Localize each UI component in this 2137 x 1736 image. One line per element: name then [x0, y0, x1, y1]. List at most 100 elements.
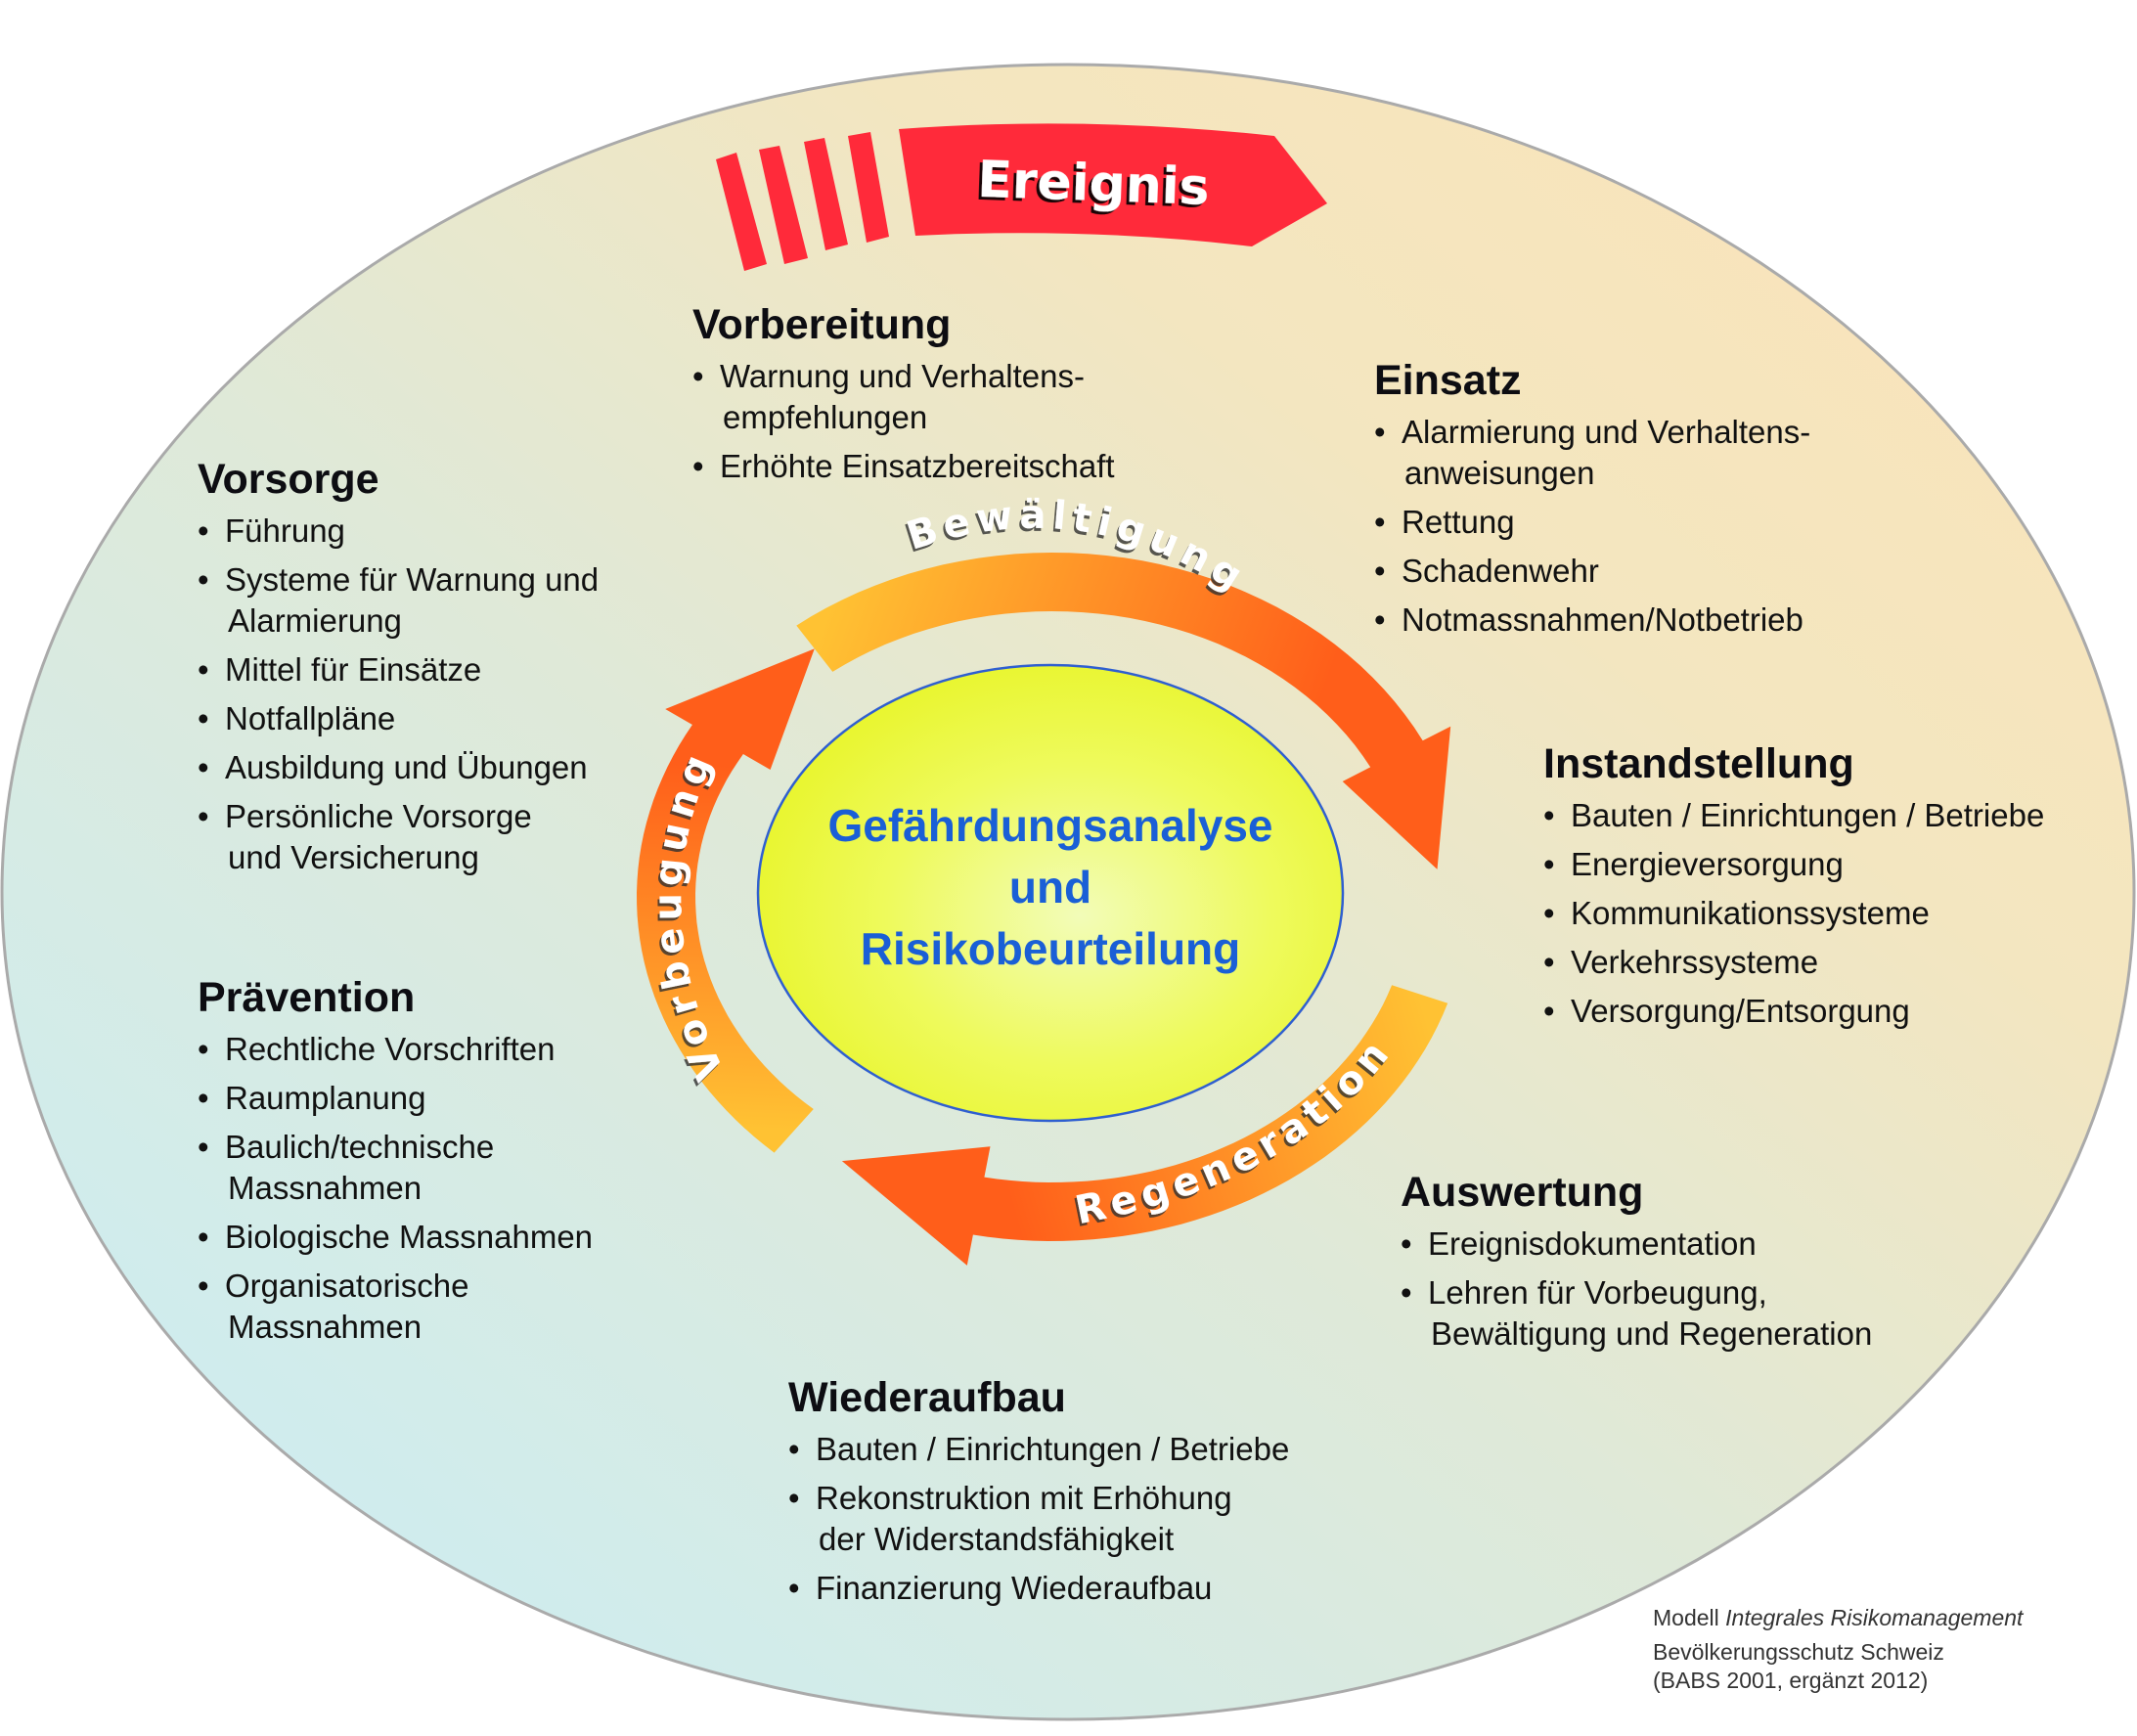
item-text: Energieversorgung [1571, 846, 1844, 882]
block-title: Prävention [198, 974, 416, 1021]
list-item: Führung [198, 511, 599, 552]
item-text-continued: Alarmierung [228, 602, 402, 639]
item-text: Raumplanung [225, 1080, 426, 1116]
item-text: Baulich/technische [225, 1129, 495, 1165]
item-text: Lehren für Vorbeugung, [1428, 1274, 1767, 1311]
arrow-bewaeltigung [796, 553, 1451, 869]
list-item: Ereignisdokumentation [1401, 1224, 1872, 1265]
block-auswertung: Auswertung EreignisdokumentationLehren f… [1401, 1167, 1872, 1362]
block-instandstellung: Instandstellung Bauten / Einrichtungen /… [1543, 738, 2044, 1040]
list-item: Rettung [1374, 502, 1810, 543]
list-item: Rekonstruktion mit Erhöhung der Widerstan… [788, 1478, 1289, 1560]
center-line-3: Risikobeurteilung [861, 923, 1240, 974]
block-wiederaufbau: Wiederaufbau Bauten / Einrichtungen / Be… [788, 1372, 1289, 1617]
block-title: Vorbereitung [692, 301, 952, 348]
list-item: Bauten / Einrichtungen / Betriebe [788, 1429, 1289, 1470]
item-list: EreignisdokumentationLehren für Vorbeugu… [1401, 1224, 1872, 1355]
item-text-continued: und Versicherung [228, 839, 479, 875]
credit-prefix: Modell [1653, 1605, 1726, 1630]
item-text: Notmassnahmen/Notbetrieb [1402, 601, 1803, 638]
list-item: Biologische Massnahmen [198, 1217, 593, 1258]
list-item: Warnung und Verhaltens-empfehlungen [692, 356, 1115, 438]
source-credit: Modell Integrales Risikomanagement Bevöl… [1653, 1604, 2023, 1695]
block-praevention: Prävention Rechtliche VorschriftenRaumpl… [198, 972, 593, 1356]
item-text: Systeme für Warnung und [225, 561, 600, 598]
item-list: Alarmierung und Verhaltens-anweisungenRe… [1374, 412, 1810, 641]
item-text-continued: der Widerstandsfähigkeit [819, 1521, 1175, 1557]
list-item: Energieversorgung [1543, 844, 2044, 885]
item-text: Organisatorische [225, 1268, 469, 1304]
list-item: Verkehrssysteme [1543, 942, 2044, 983]
block-vorsorge: Vorsorge FührungSysteme für Warnung undA… [198, 454, 599, 886]
item-text: Mittel für Einsätze [225, 651, 482, 688]
list-item: Schadenwehr [1374, 551, 1810, 592]
item-list: FührungSysteme für Warnung undAlarmierun… [198, 511, 599, 878]
list-item: Alarmierung und Verhaltens-anweisungen [1374, 412, 1810, 494]
list-item: Finanzierung Wiederaufbau [788, 1568, 1289, 1609]
banner-stripe [848, 132, 889, 243]
item-text-continued: Massnahmen [228, 1309, 423, 1345]
credit-line-2: Bevölkerungsschutz Schweiz [1653, 1639, 1944, 1665]
cycle-ring [637, 553, 1451, 1266]
item-text: Verkehrssysteme [1571, 944, 1819, 980]
banner-label: Ereignis [976, 151, 1210, 217]
banner-stripe [804, 138, 848, 250]
block-title: Instandstellung [1543, 740, 1854, 787]
item-text: Versorgung/Entsorgung [1571, 993, 1910, 1029]
list-item: Erhöhte Einsatzbereitschaft [692, 446, 1115, 487]
item-list: Bauten / Einrichtungen / BetriebeRekonst… [788, 1429, 1289, 1609]
list-item: Raumplanung [198, 1078, 593, 1119]
item-text: Ausbildung und Übungen [225, 749, 588, 785]
item-text: Erhöhte Einsatzbereitschaft [720, 448, 1115, 484]
item-text: Bauten / Einrichtungen / Betriebe [1571, 797, 2045, 833]
item-text: Finanzierung Wiederaufbau [816, 1570, 1213, 1606]
banner-stripe [716, 153, 767, 271]
block-title: Einsatz [1374, 357, 1522, 404]
block-vorbereitung: Vorbereitung Warnung und Verhaltens-empf… [692, 299, 1115, 495]
center-line-1: Gefährdungsanalyse [827, 800, 1272, 851]
banner-stripe [759, 146, 808, 264]
credit-model-name: Integrales Risikomanagement [1725, 1605, 2024, 1630]
item-text: Führung [225, 512, 345, 549]
block-title: Auswertung [1401, 1169, 1644, 1216]
center-ellipse [756, 663, 1345, 1123]
arrow-regeneration [841, 985, 1448, 1266]
item-text: Bauten / Einrichtungen / Betriebe [816, 1431, 1290, 1467]
item-text-continued: anweisungen [1404, 455, 1595, 491]
block-einsatz: Einsatz Alarmierung und Verhaltens-anwei… [1374, 355, 1810, 648]
item-text: Rekonstruktion mit Erhöhung [816, 1480, 1232, 1516]
item-text: Persönliche Vorsorge [225, 798, 532, 834]
list-item: Mittel für Einsätze [198, 649, 599, 690]
item-text-continued: empfehlungen [723, 399, 928, 435]
item-text: Schadenwehr [1402, 553, 1599, 589]
list-item: Rechtliche Vorschriften [198, 1029, 593, 1070]
item-text: Warnung und Verhaltens- [720, 358, 1086, 394]
block-title: Vorsorge [198, 456, 379, 503]
item-text-continued: Bewältigung und Regeneration [1431, 1315, 1873, 1352]
list-item: Persönliche Vorsorge und Versicherung [198, 796, 599, 878]
item-text: Rettung [1402, 504, 1515, 540]
center-line-2: und [1009, 862, 1091, 913]
item-list: Warnung und Verhaltens-empfehlungenErhöh… [692, 356, 1115, 487]
arrow-vorbeugung [637, 648, 815, 1153]
item-list: Bauten / Einrichtungen / BetriebeEnergie… [1543, 795, 2044, 1032]
list-item: Notfallpläne [198, 698, 599, 739]
list-item: Bauten / Einrichtungen / Betriebe [1543, 795, 2044, 836]
item-text-continued: Massnahmen [228, 1170, 423, 1206]
item-text: Biologische Massnahmen [225, 1219, 594, 1255]
item-text: Notfallpläne [225, 700, 396, 736]
list-item: Lehren für Vorbeugung, Bewältigung und Re… [1401, 1272, 1872, 1355]
list-item: Ausbildung und Übungen [198, 747, 599, 788]
item-text: Kommunikationssysteme [1571, 895, 1930, 931]
item-text: Ereignisdokumentation [1428, 1225, 1757, 1262]
item-text: Alarmierung und Verhaltens- [1402, 414, 1811, 450]
credit-line-1: Modell Integrales Risikomanagement [1653, 1604, 2023, 1632]
item-text: Rechtliche Vorschriften [225, 1031, 556, 1067]
banner-arrow-body [899, 123, 1327, 246]
credit-line-3: (BABS 2001, ergänzt 2012) [1653, 1668, 1929, 1693]
list-item: Notmassnahmen/Notbetrieb [1374, 600, 1810, 641]
list-item: Versorgung/Entsorgung [1543, 991, 2044, 1032]
